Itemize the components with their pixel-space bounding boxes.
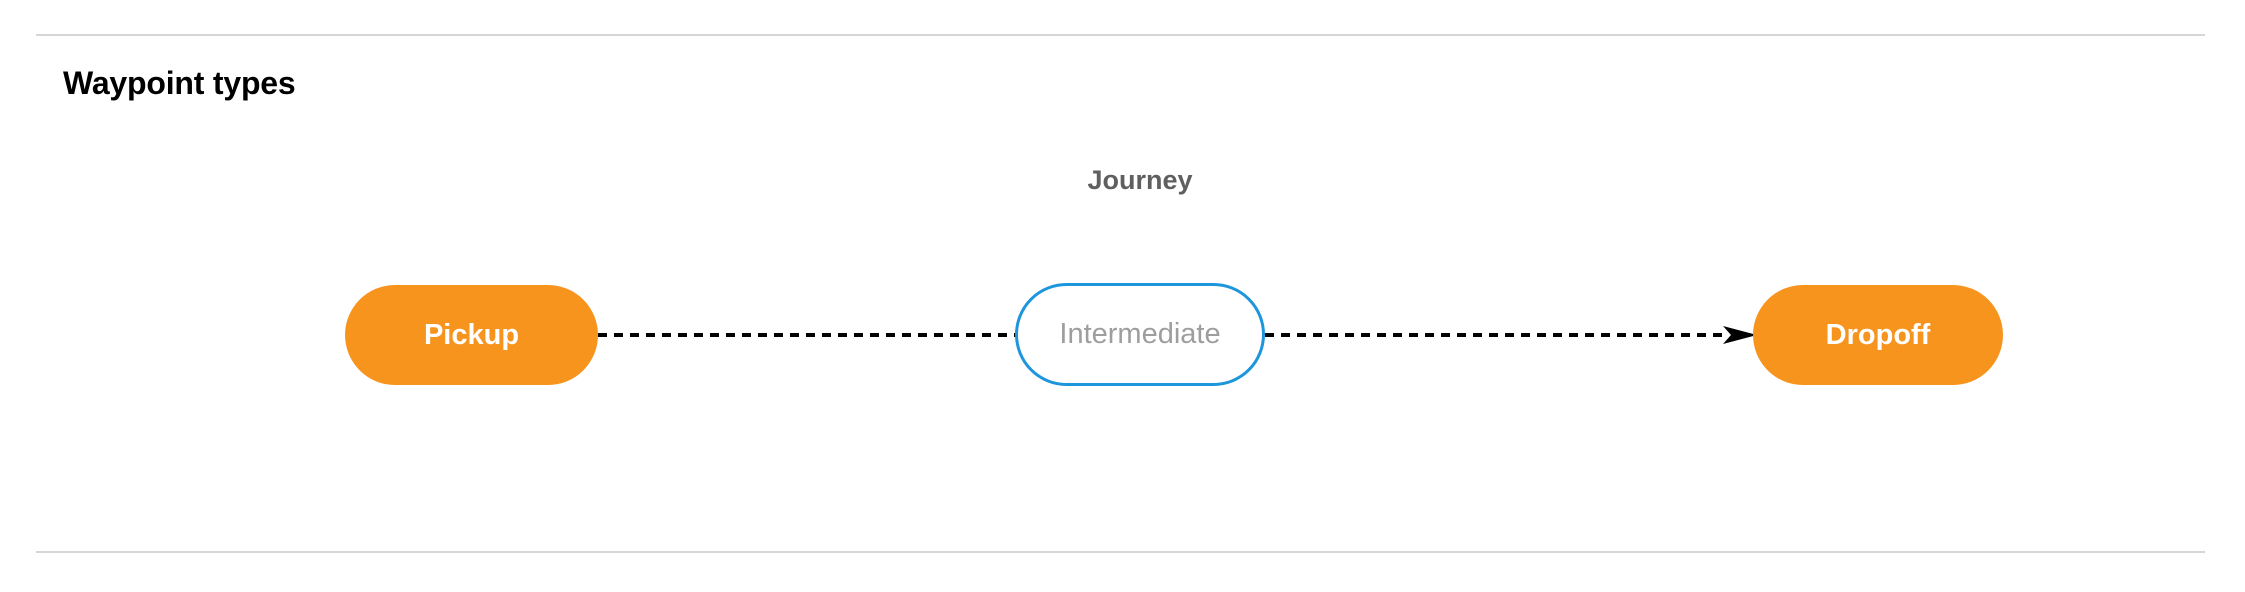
node-dropoff: Dropoff [1753, 285, 2003, 385]
section-divider-bottom [36, 551, 2205, 553]
journey-group-label: Journey [1087, 165, 1193, 195]
node-pickup: Pickup [345, 285, 598, 385]
node-dropoff-label: Dropoff [1825, 318, 1931, 351]
edge-pickup-to-intermediate [598, 326, 1018, 344]
arrowhead-icon [1723, 326, 1757, 344]
page-title: Waypoint types [63, 65, 296, 101]
node-intermediate: Intermediate [1015, 283, 1265, 386]
node-intermediate-label: Intermediate [1059, 318, 1221, 350]
section-divider-top [36, 34, 2205, 36]
edge-intermediate-to-dropoff [1265, 326, 1757, 344]
node-pickup-label: Pickup [423, 318, 520, 351]
